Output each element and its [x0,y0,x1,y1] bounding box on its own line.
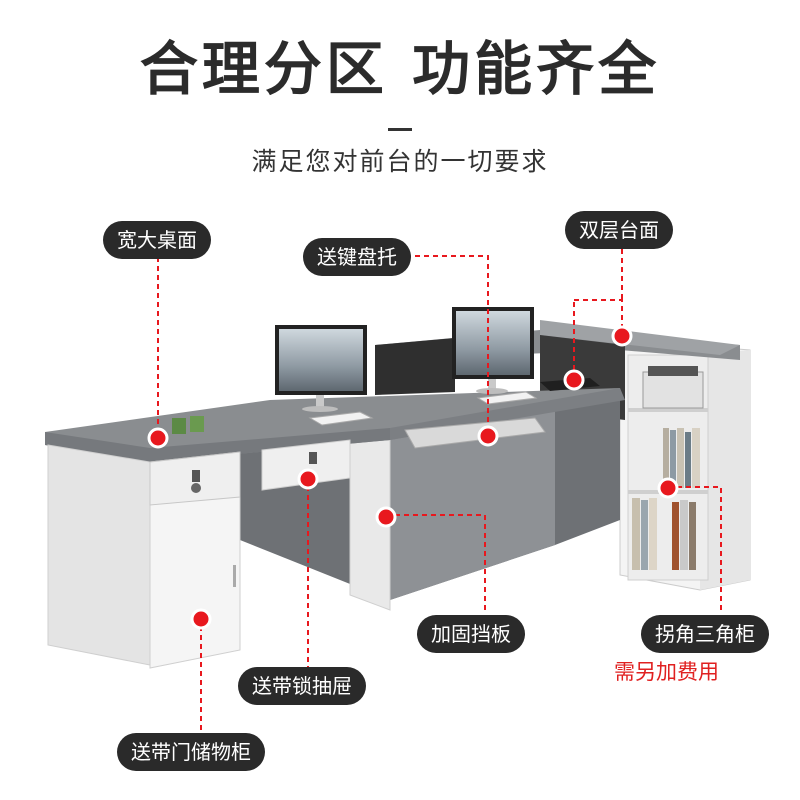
extra-fee-note: 需另加费用 [614,660,719,684]
lock-drawer [261,439,351,491]
monitor-right [452,307,600,405]
storage-cabinet [47,444,241,669]
label-corner-cabinet: 拐角三角柜 [641,615,769,653]
corner-cabinet [619,339,751,591]
label-lock-drawer: 送带锁抽屉 [238,667,366,705]
label-reinforce-panel: 加固挡板 [417,615,525,653]
page-subtitle: 满足您对前台的一切要求 [251,147,549,176]
markers [147,325,679,630]
monitor-left [275,325,374,426]
label-door-cabinet: 送带门储物柜 [117,733,265,771]
label-keyboard-tray: 送键盘托 [303,238,411,276]
plant [172,416,204,434]
leader-lines [157,240,722,733]
page-title: 合理分区 功能齐全 [139,35,661,103]
label-wide-desktop: 宽大桌面 [103,221,211,259]
keyboard-tray-shape [404,417,546,449]
label-double-counter: 双层台面 [565,211,673,249]
title-divider [388,128,412,131]
